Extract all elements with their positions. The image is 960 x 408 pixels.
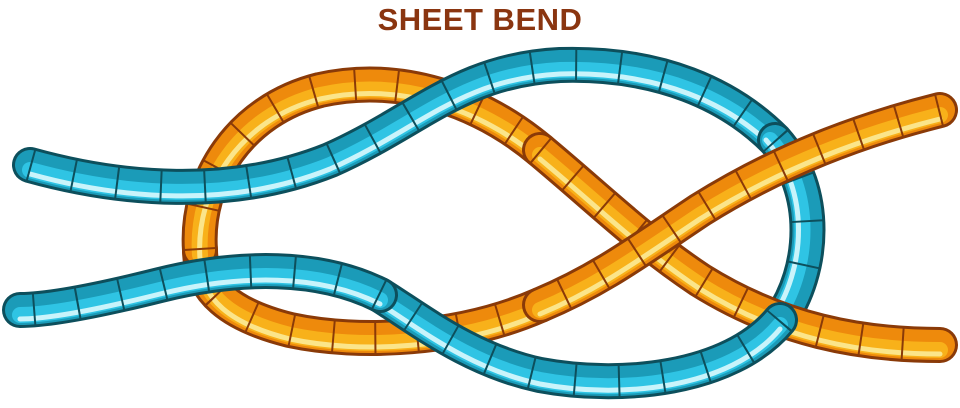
diagram-title: SHEET BEND <box>377 2 583 37</box>
